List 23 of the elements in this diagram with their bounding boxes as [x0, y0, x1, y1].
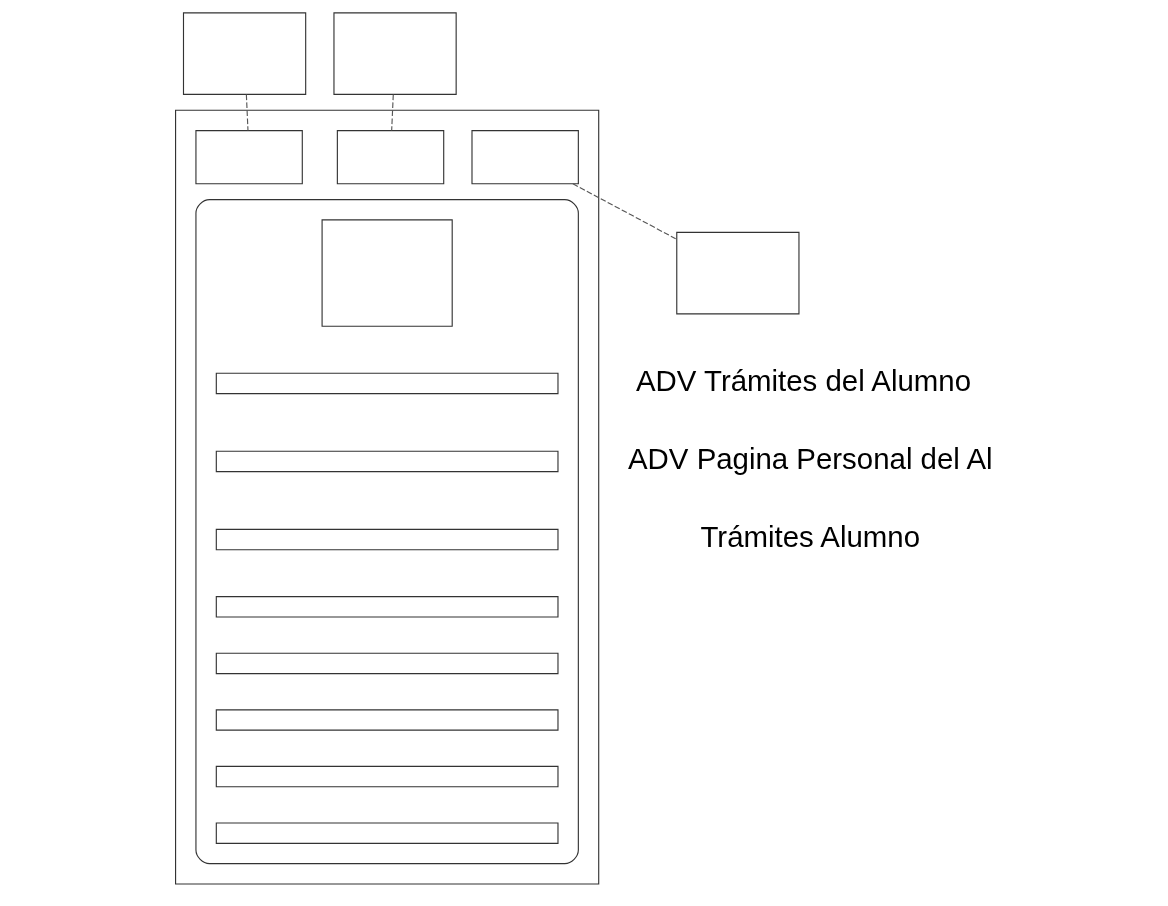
- node-bar: [215, 822, 559, 844]
- label: ADV Trámites del Alumno: [635, 363, 972, 397]
- node-bar: [215, 765, 559, 788]
- node-box: [336, 130, 445, 185]
- node-box: [333, 12, 457, 95]
- node-box: [676, 231, 800, 315]
- node-box: [195, 130, 303, 185]
- label: ADV Pagina Personal del Al: [628, 441, 993, 475]
- node-bar: [215, 652, 559, 675]
- node-bar: [215, 450, 559, 473]
- label: Trámites Alumno: [700, 519, 921, 553]
- node-bar: [215, 709, 559, 731]
- connector: [572, 183, 678, 240]
- node-bar: [215, 596, 559, 618]
- cluster: [195, 199, 579, 865]
- connector: [391, 93, 394, 131]
- node-bar: [215, 372, 559, 395]
- node-box: [471, 130, 579, 185]
- connector: [245, 93, 249, 131]
- node-bar: [215, 528, 559, 551]
- cluster: [175, 109, 600, 885]
- node-box: [182, 12, 307, 95]
- node-box: [321, 219, 453, 327]
